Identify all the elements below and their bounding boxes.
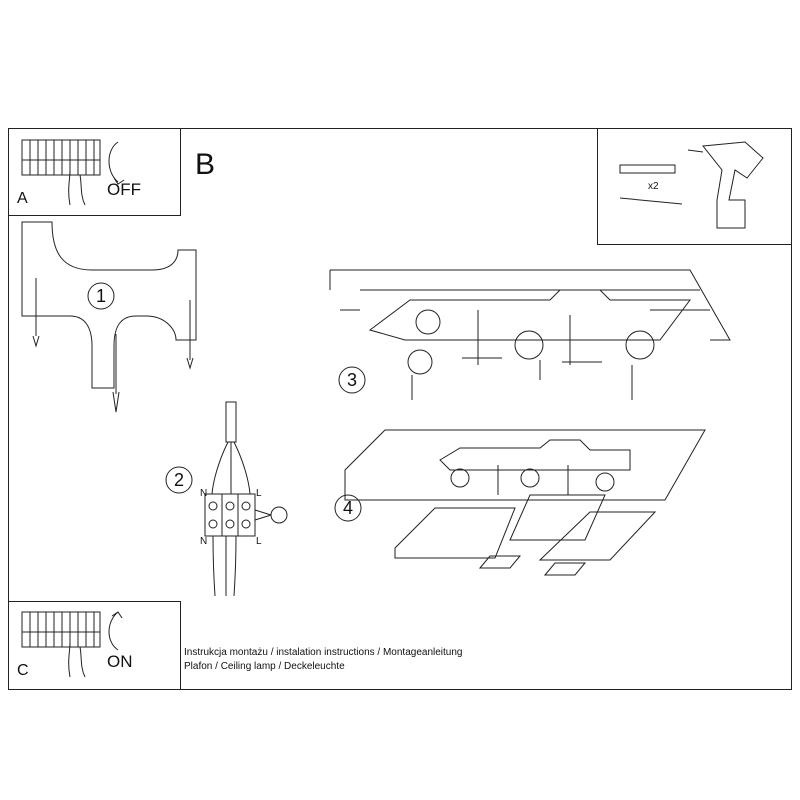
- ceiling-lamp-cover-illustration: [344, 429, 706, 576]
- wire-n-bottom: N: [200, 536, 208, 547]
- panel-c-letter: C: [17, 662, 29, 679]
- breaker-switch-icon: [21, 139, 125, 206]
- off-label: OFF: [107, 180, 141, 199]
- panel-b-letter: B: [195, 148, 216, 181]
- wire-l-bottom: L: [256, 536, 262, 547]
- on-label: ON: [107, 652, 133, 671]
- ceiling-lamp-mounting-illustration: [329, 269, 731, 400]
- step-1-circle: [87, 282, 115, 310]
- step-2-label: 2: [174, 470, 185, 490]
- mounting-template: [21, 221, 197, 389]
- drill-icon: [687, 141, 764, 229]
- wall-plug-screw-icon: [32, 278, 194, 413]
- breaker-switch-icon: [21, 611, 123, 678]
- panel-c-frame: [8, 601, 181, 690]
- wall-plug-icon: [619, 164, 676, 174]
- wire-n-top: N: [200, 488, 208, 499]
- screw-icon: [619, 197, 683, 205]
- tools-frame: [597, 128, 792, 245]
- caption-line-1: Instrukcja montażu / instalation instruc…: [184, 647, 463, 658]
- caption-line-2: Plafon / Ceiling lamp / Deckeleuchte: [184, 661, 345, 672]
- wire-l-top: L: [256, 488, 262, 499]
- step-3-circle: [338, 366, 366, 394]
- step-2-circle: [165, 466, 193, 494]
- step-1-label: 1: [96, 286, 107, 306]
- quantity-label: x2: [648, 181, 659, 192]
- wiring-terminal-block: [204, 401, 288, 597]
- outer-frame: [8, 128, 792, 690]
- step-4-label: 4: [343, 498, 354, 518]
- step-4-circle: [334, 494, 362, 522]
- panel-a-letter: A: [17, 190, 28, 207]
- panel-a-frame: [8, 128, 181, 216]
- step-3-label: 3: [347, 370, 358, 390]
